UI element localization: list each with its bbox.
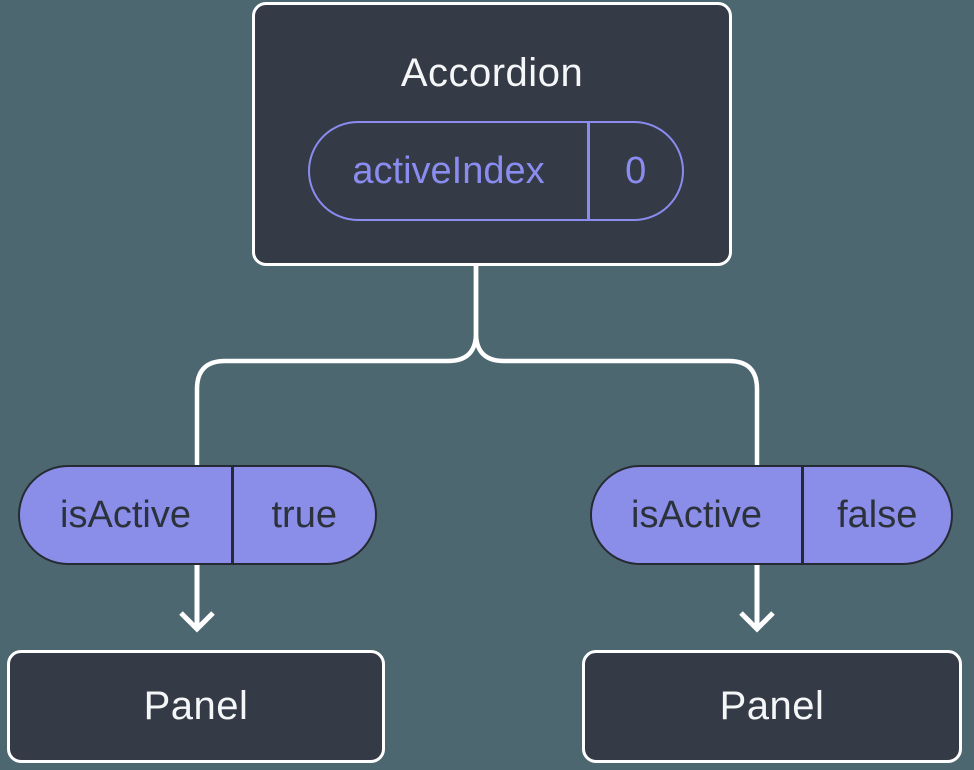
state-pill-label: activeIndex <box>352 149 545 192</box>
state-pill: activeIndex 0 <box>308 121 684 221</box>
arrow-down-right-icon <box>739 563 775 633</box>
connector-branch-right <box>473 262 760 472</box>
prop-pill-left-label: isActive <box>60 493 191 536</box>
prop-pill-left-divider <box>231 467 234 563</box>
prop-pill-right: isActive false <box>590 465 953 565</box>
state-pill-value: 0 <box>625 149 647 192</box>
arrow-down-left-icon <box>179 563 215 633</box>
accordion-node-title: Accordion <box>400 51 584 95</box>
prop-pill-right-value: false <box>837 493 918 536</box>
accordion-node: Accordion activeIndex 0 <box>252 2 732 266</box>
state-pill-divider <box>587 123 590 219</box>
prop-pill-right-label: isActive <box>631 493 762 536</box>
prop-pill-right-divider <box>801 467 804 563</box>
prop-pill-left-value: true <box>271 493 337 536</box>
panel-right-title: Panel <box>719 684 825 728</box>
prop-pill-left: isActive true <box>18 465 377 565</box>
panel-node-left: Panel <box>7 650 385 763</box>
connector-branch-left <box>194 262 479 472</box>
panel-left-title: Panel <box>143 684 249 728</box>
panel-node-right: Panel <box>582 650 962 763</box>
